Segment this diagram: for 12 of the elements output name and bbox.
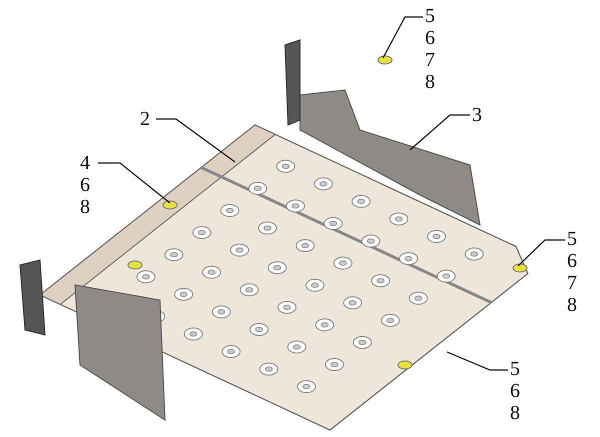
leader-line: [446, 351, 508, 371]
callout-number: 5 6 7 8: [425, 5, 439, 93]
callout-number: 4 6 8: [80, 152, 94, 218]
leader-line: [98, 162, 170, 204]
leader-line: [518, 239, 565, 266]
leader-line: [410, 114, 470, 150]
leader-line: [156, 118, 236, 162]
callout-number: 3: [472, 104, 486, 126]
callout-number: 5 6 8: [510, 358, 524, 424]
leader-line: [382, 16, 423, 58]
callout-number: 2: [140, 108, 154, 130]
callout-number: 5 6 7 8: [567, 228, 581, 316]
